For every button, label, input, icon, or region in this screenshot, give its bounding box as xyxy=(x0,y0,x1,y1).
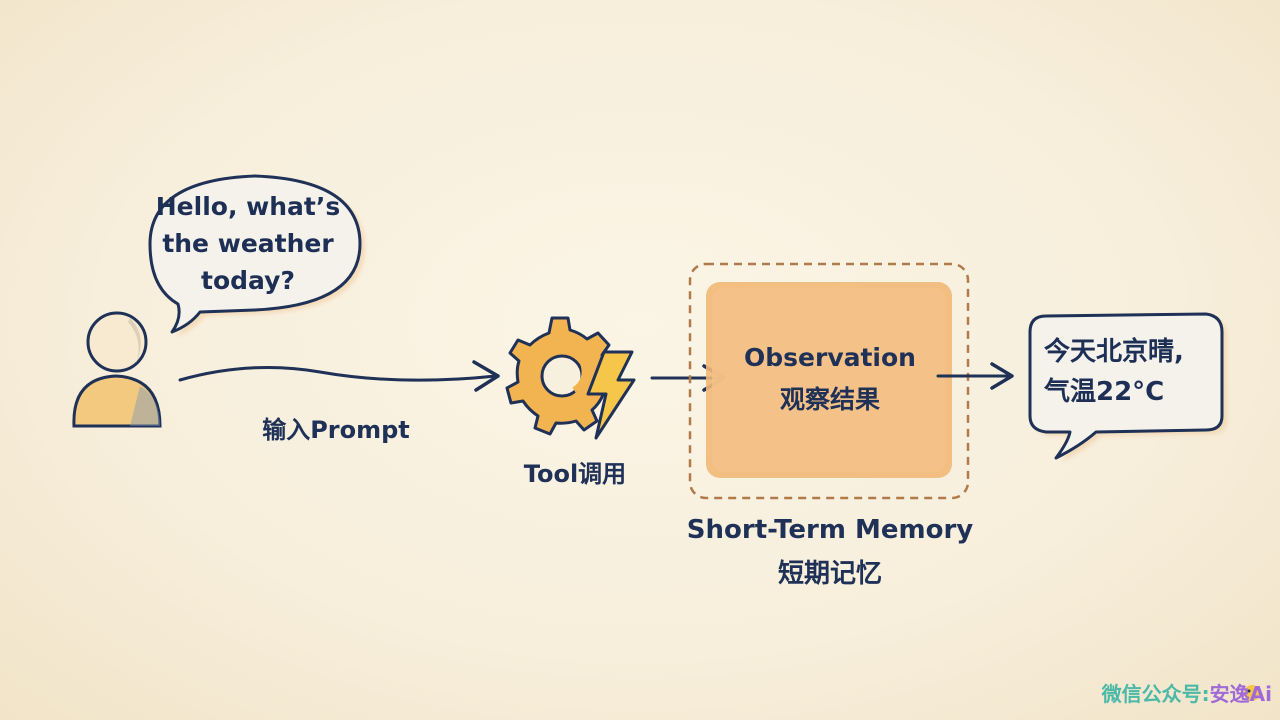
watermark-prefix: 微信公众号: xyxy=(1101,682,1210,706)
gear-icon xyxy=(505,316,619,436)
mascot-icon xyxy=(1244,685,1260,701)
arrow-icon xyxy=(936,362,1014,390)
watermark-brand: 安逸Ai xyxy=(1209,682,1272,706)
user-icon xyxy=(72,311,162,428)
observation-subtitle: 观察结果 xyxy=(779,385,880,414)
prompt-label: 输入Prompt xyxy=(262,416,410,444)
user-question: Hello, what’s the weather today? xyxy=(148,188,348,299)
reply-line: 今天北京晴, xyxy=(1044,337,1184,367)
reply-speech-bubble xyxy=(1028,312,1227,462)
observation-title: Observation xyxy=(744,343,916,372)
lightning-icon xyxy=(586,350,636,440)
memory-title: Short-Term Memory xyxy=(686,515,974,545)
observation-block xyxy=(706,282,952,478)
arrow-icon xyxy=(178,360,500,392)
user-question-line: the weather xyxy=(162,229,334,258)
short-term-memory-frame xyxy=(688,262,970,500)
reply-text: 今天北京晴, 气温22°C xyxy=(1030,332,1240,412)
reply-line: 气温22°C xyxy=(1044,377,1165,407)
tool-label: Tool调用 xyxy=(523,460,627,488)
user-question-line: Hello, what’s xyxy=(155,192,341,221)
user-speech-bubble xyxy=(148,174,365,336)
user-question-line: today? xyxy=(201,266,295,295)
memory-subtitle: 短期记忆 xyxy=(777,559,882,589)
watermark: 微信公众号:安逸Ai xyxy=(1062,678,1272,707)
